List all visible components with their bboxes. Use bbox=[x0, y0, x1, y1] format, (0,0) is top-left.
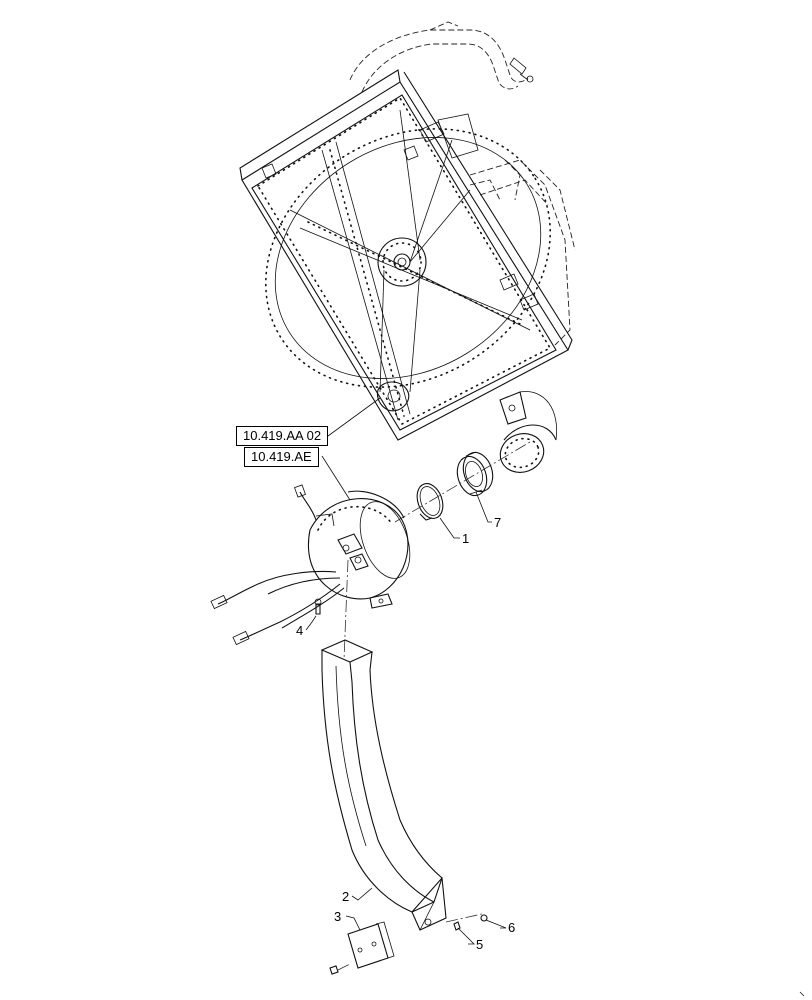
radiator-frame bbox=[239, 69, 573, 441]
hose-clamp-part-1 bbox=[416, 483, 444, 521]
callout-3: 3 bbox=[334, 909, 342, 924]
callout-2: 2 bbox=[342, 889, 350, 904]
bolt-part-4 bbox=[314, 598, 322, 615]
fastener-lower-bolt bbox=[329, 963, 351, 975]
callout-1: 1 bbox=[462, 531, 470, 546]
callout-5: 5 bbox=[476, 937, 484, 952]
bracket-plate-part-3 bbox=[347, 921, 395, 969]
axis-line-vertical bbox=[343, 559, 349, 661]
corner-mark bbox=[799, 991, 805, 997]
leader-lines bbox=[305, 397, 507, 945]
ghost-tube-assembly bbox=[349, 21, 534, 93]
callout-4: 4 bbox=[296, 623, 304, 638]
blower-housing bbox=[307, 490, 411, 609]
reference-label-bottom[interactable]: 10.419.AE bbox=[244, 447, 319, 467]
axis-line-fasteners bbox=[445, 913, 483, 923]
wiring-harness bbox=[210, 484, 345, 646]
air-duct-part-2 bbox=[320, 639, 447, 931]
outlet-ring bbox=[499, 424, 557, 473]
reference-label-top[interactable]: 10.419.AA 02 bbox=[236, 426, 329, 446]
ghost-rear-housing bbox=[469, 159, 576, 346]
callout-7: 7 bbox=[494, 515, 502, 530]
fastener-part-6 bbox=[480, 914, 488, 922]
gasket-ring-part-7 bbox=[456, 451, 494, 497]
fastener-part-5 bbox=[453, 921, 461, 931]
axis-line-outlet bbox=[394, 441, 531, 523]
callout-6: 6 bbox=[508, 920, 516, 935]
